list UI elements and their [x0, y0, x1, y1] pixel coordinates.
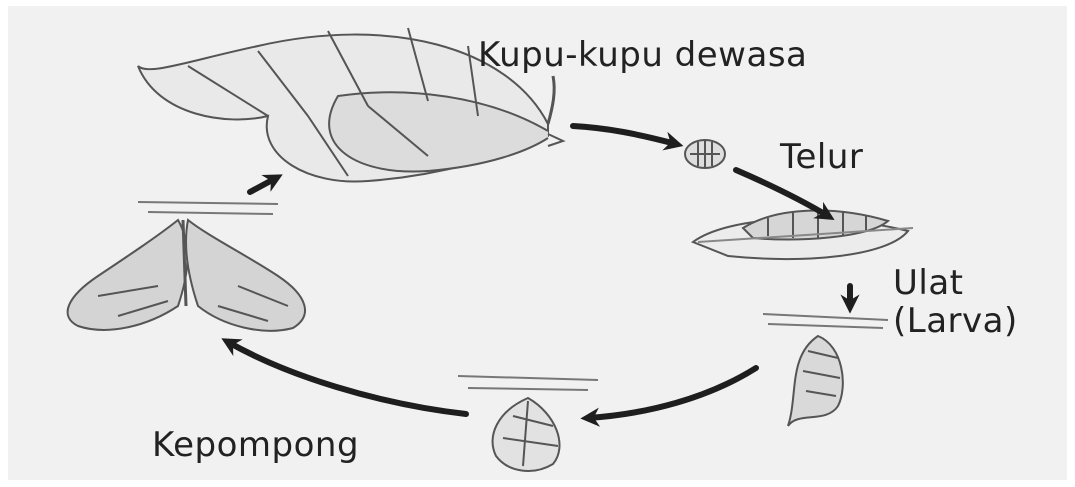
label-larva: Ulat (Larva): [893, 264, 1018, 340]
chrysalis-bottom-illustration: [458, 376, 598, 471]
label-pupa: Kepompong: [152, 426, 359, 464]
arrow-emerging-to-adult: [250, 178, 276, 192]
life-cycle-diagram: Kupu-kupu dewasa Telur Ulat (Larva) Kepo…: [8, 6, 1067, 480]
chrysalis-right-illustration: [763, 314, 888, 426]
diagram-artwork: [8, 6, 1067, 480]
arrow-adult-to-egg: [573, 126, 676, 144]
label-adult-butterfly: Kupu-kupu dewasa: [478, 36, 807, 74]
arrow-pupa-to-emerging: [228, 342, 466, 414]
egg-illustration: [685, 140, 725, 168]
label-egg: Telur: [780, 138, 863, 176]
caterpillar-on-leaf-illustration: [693, 209, 913, 259]
arrow-pupa-to-pupa: [588, 368, 756, 418]
emerging-butterfly-illustration: [68, 202, 305, 331]
